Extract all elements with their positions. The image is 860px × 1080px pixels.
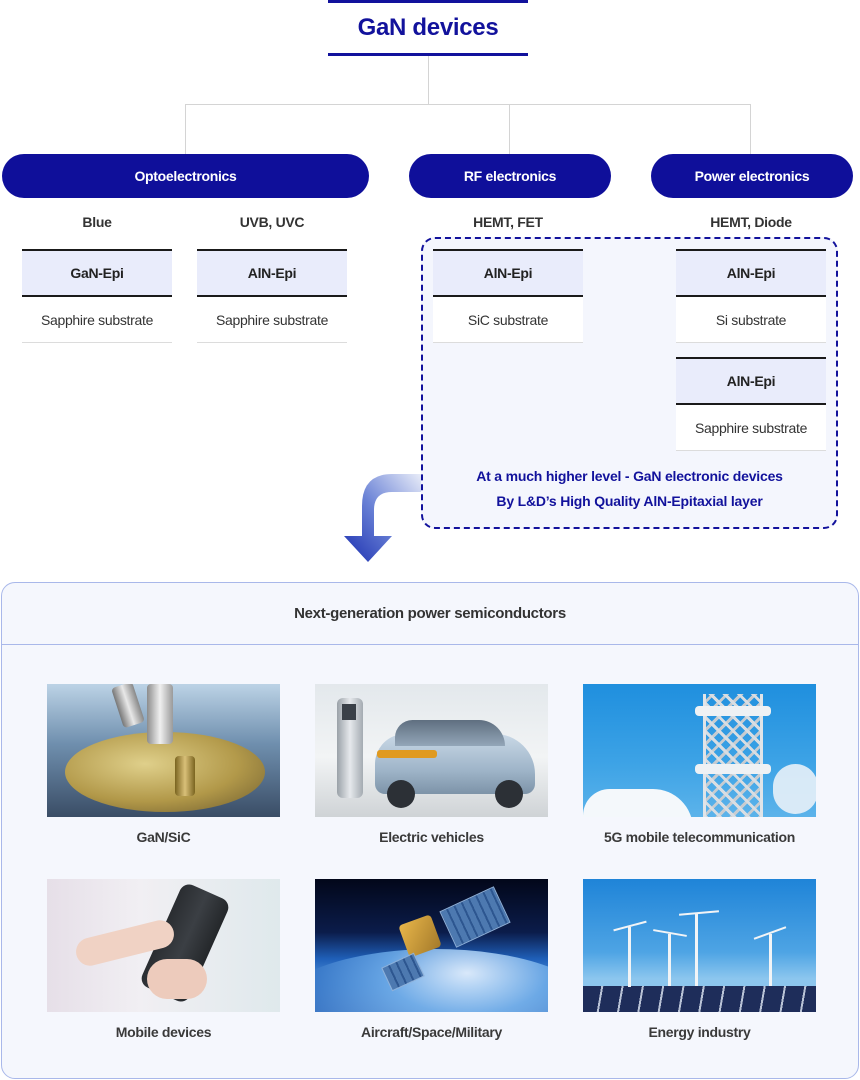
tile-caption: Mobile devices: [115, 1024, 212, 1040]
sub-label-blue: Blue: [82, 214, 112, 230]
connector-rf: [509, 104, 510, 154]
connector-opto: [185, 104, 186, 154]
panel-title: Next-generation power semiconductors: [2, 583, 858, 645]
substrate-layer: Sapphire substrate: [676, 405, 826, 451]
epi-layer: GaN-Epi: [22, 249, 172, 297]
root-title: GaN devices: [328, 0, 528, 56]
wafer-microscope-image: [47, 684, 280, 817]
sub-label-hemt-fet: HEMT, FET: [473, 214, 543, 230]
wind-solar-image: [583, 879, 816, 1012]
epi-layer: AlN-Epi: [676, 357, 826, 405]
curved-arrow-down-icon: [344, 474, 421, 562]
application-tile: Electric vehicles: [315, 684, 548, 845]
tile-caption: 5G mobile telecommunication: [603, 829, 796, 845]
layer-stack-power-sapphire: AlN-Epi Sapphire substrate: [676, 357, 826, 451]
sub-label-hemt-diode: HEMT, Diode: [710, 214, 792, 230]
layer-stack-rf: AlN-Epi SiC substrate: [433, 249, 583, 343]
layer-stack-uv: AlN-Epi Sapphire substrate: [197, 249, 347, 343]
highlight-line-2: By L&D’s High Quality AlN-Epitaxial laye…: [496, 493, 763, 509]
smartphone-image: [47, 879, 280, 1012]
substrate-layer: Sapphire substrate: [197, 297, 347, 343]
tile-caption: Electric vehicles: [379, 829, 484, 845]
tile-caption: Energy industry: [648, 1024, 751, 1040]
layer-stack-blue: GaN-Epi Sapphire substrate: [22, 249, 172, 343]
tile-caption: Aircraft/Space/Military: [361, 1024, 502, 1040]
layer-stack-power-si: AlN-Epi Si substrate: [676, 249, 826, 343]
tile-caption: GaN/SiC: [136, 829, 191, 845]
highlight-line-1: At a much higher level - GaN electronic …: [476, 468, 783, 484]
substrate-layer: Sapphire substrate: [22, 297, 172, 343]
connector-power: [750, 104, 751, 154]
application-tile: GaN/SiC: [47, 684, 280, 845]
epi-layer: AlN-Epi: [676, 249, 826, 297]
sub-label-uvb-uvc: UVB, UVC: [239, 214, 305, 230]
satellite-image: [315, 879, 548, 1012]
substrate-layer: Si substrate: [676, 297, 826, 343]
connector-root-vertical: [428, 56, 429, 104]
category-optoelectronics: Optoelectronics: [2, 154, 369, 198]
epi-layer: AlN-Epi: [197, 249, 347, 297]
application-tile: Mobile devices: [47, 879, 280, 1040]
ev-charging-image: [315, 684, 548, 817]
applications-panel: Next-generation power semiconductors GaN…: [1, 582, 859, 1079]
connector-horizontal: [185, 104, 751, 105]
category-rf-electronics: RF electronics: [409, 154, 611, 198]
category-power-electronics: Power electronics: [651, 154, 853, 198]
application-tile: Energy industry: [583, 879, 816, 1040]
substrate-layer: SiC substrate: [433, 297, 583, 343]
cell-tower-image: [583, 684, 816, 817]
epi-layer: AlN-Epi: [433, 249, 583, 297]
application-tile: Aircraft/Space/Military: [315, 879, 548, 1040]
application-tile: 5G mobile telecommunication: [583, 684, 816, 845]
